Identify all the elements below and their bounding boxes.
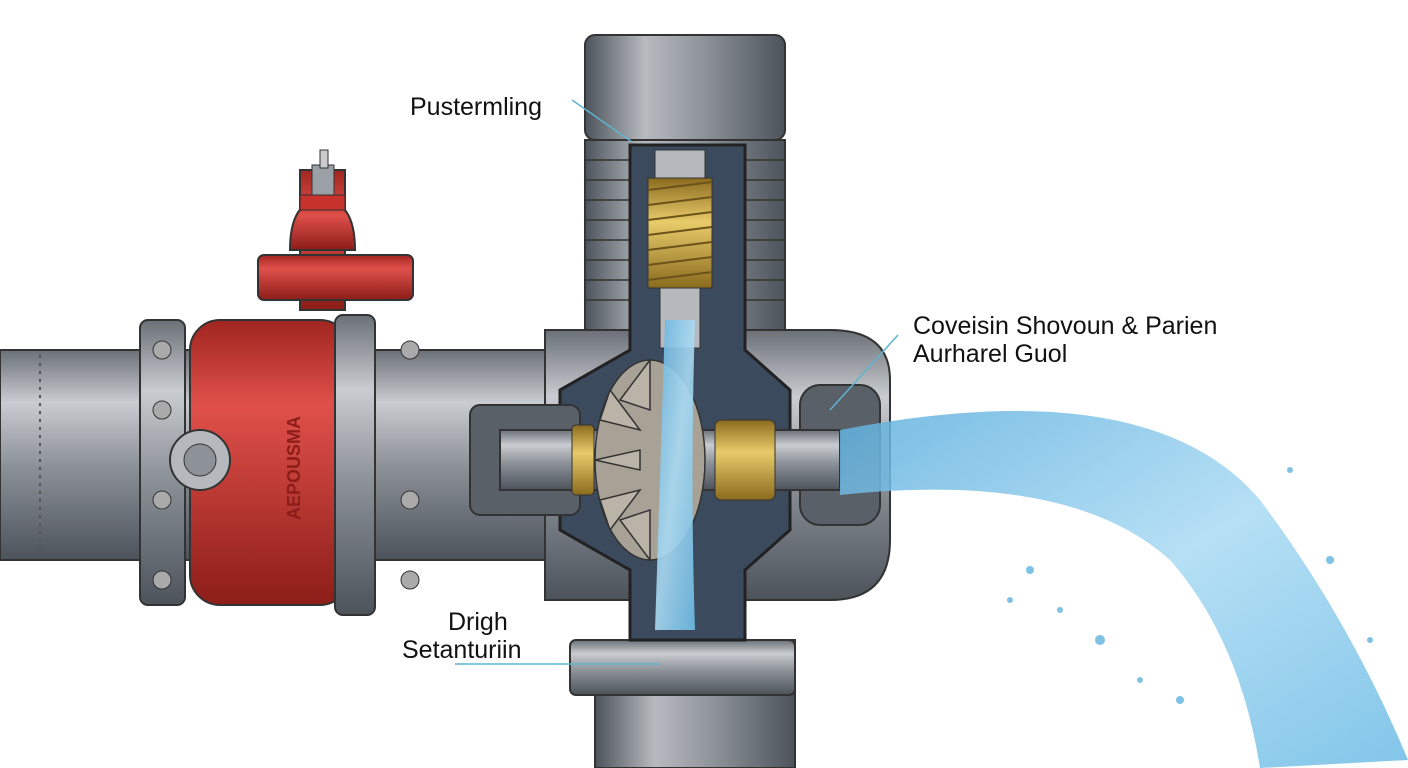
leader-lines: [455, 99, 899, 665]
gate-valve: AEPOUSMA: [169, 149, 414, 606]
label-right-line1: Coveisin Shovoun & Parien: [913, 312, 1218, 340]
label-bottom-line1: Drigh: [448, 608, 508, 636]
water-jet: [840, 411, 1408, 768]
label-right-line2: Aurharel Guol: [913, 340, 1068, 368]
label-bottom-line2: Setanturiin: [402, 636, 522, 664]
water-column: [655, 320, 695, 630]
label-pustermling: Pustermling: [410, 93, 542, 121]
valve-casting-text: AEPOUSMA: [284, 416, 304, 520]
left-flange: [139, 319, 186, 606]
valve-right-flange: [334, 314, 420, 616]
